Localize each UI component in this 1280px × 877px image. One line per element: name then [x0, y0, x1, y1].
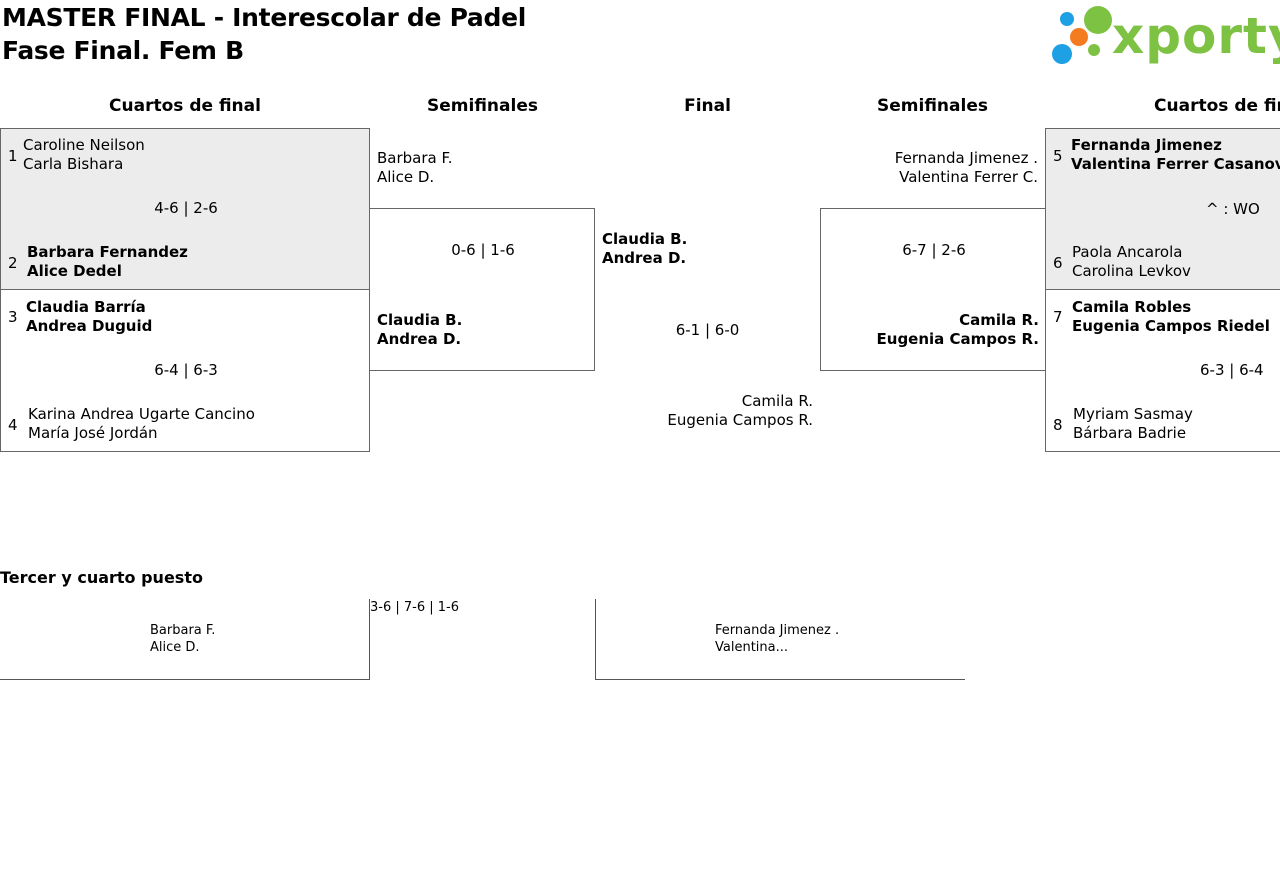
left-qf-match-1: 1 Caroline Neilson Carla Bishara 4-6 | 2…	[0, 128, 370, 290]
logo-dot-blue-small-icon	[1060, 12, 1074, 26]
match-score: ^ : WO	[1206, 200, 1260, 218]
player-name: Barbara F.	[150, 623, 216, 638]
player-name: Bárbara Badrie	[1073, 424, 1187, 442]
team-2: Myriam Sasmay Bárbara Badrie	[1073, 405, 1193, 443]
player-name: Barbara F.	[377, 149, 453, 167]
match-score: 6-3 | 6-4	[1200, 361, 1264, 379]
bracket-line	[595, 679, 965, 680]
player-name: Andrea Duguid	[26, 317, 153, 335]
col-header-left-qf: Cuartos de final	[109, 96, 261, 116]
seed-number: 2	[8, 254, 18, 272]
match-score: 6-4 | 6-3	[154, 361, 218, 379]
player-name: Alice Dedel	[27, 262, 122, 280]
player-name: Myriam Sasmay	[1073, 405, 1193, 423]
team-2: Karina Andrea Ugarte Cancino María José …	[28, 405, 255, 443]
left-qf-match-2: 3 Claudia Barría Andrea Duguid 6-4 | 6-3…	[0, 289, 370, 452]
team-2: Paola Ancarola Carolina Levkov	[1072, 243, 1191, 281]
xporty-logo: xporty	[1050, 4, 1280, 68]
bracket-line	[595, 599, 596, 680]
right-sf-team-2-winner: Camila R. Eugenia Campos R.	[821, 311, 1039, 349]
team-1-winner: Camila Robles Eugenia Campos Riedel	[1072, 298, 1270, 336]
final-score: 6-1 | 6-0	[675, 321, 740, 339]
match-score: 0-6 | 1-6	[451, 241, 515, 259]
player-name: Camila Robles	[1072, 298, 1192, 316]
player-name: Andrea D.	[602, 249, 687, 267]
player-name: Eugenia Campos Riedel	[1072, 317, 1270, 335]
player-name: Carolina Levkov	[1072, 262, 1191, 280]
player-name: Claudia B.	[602, 230, 688, 248]
third-place-team-1: Barbara F. Alice D.	[150, 622, 215, 656]
player-name: Valentina Ferrer Casanova	[1071, 155, 1280, 173]
logo-text: xporty	[1112, 7, 1280, 65]
player-name: Carla Bishara	[23, 155, 124, 173]
right-qf-match-1: 5 Fernanda Jimenez Valentina Ferrer Casa…	[1045, 128, 1280, 290]
match-score: 6-7 | 2-6	[902, 241, 966, 259]
seed-number: 1	[8, 147, 18, 165]
team-2-winner: Barbara Fernandez Alice Dedel	[27, 243, 188, 281]
player-name: Fernanda Jimenez	[1071, 136, 1222, 154]
player-name: Claudia B.	[377, 311, 463, 329]
player-name: Camila R.	[959, 311, 1039, 329]
seed-number: 8	[1053, 416, 1063, 434]
player-name: Karina Andrea Ugarte Cancino	[28, 405, 255, 423]
logo-dot-blue-icon	[1052, 44, 1072, 64]
third-place-team-2: Fernanda Jimenez . Valentina...	[715, 622, 839, 656]
col-header-right-qf: Cuartos de final	[1154, 96, 1280, 116]
page-title: MASTER FINAL - Interescolar de Padel	[2, 3, 527, 32]
bracket-line	[0, 679, 370, 680]
player-name: Barbara Fernandez	[27, 243, 188, 261]
player-name: María José Jordán	[28, 424, 158, 442]
seed-number: 5	[1053, 147, 1063, 165]
match-score: 4-6 | 2-6	[154, 199, 218, 217]
team-1: Caroline Neilson Carla Bishara	[23, 136, 145, 174]
logo-dot-orange-icon	[1070, 28, 1088, 46]
right-qf-match-2: 7 Camila Robles Eugenia Campos Riedel 6-…	[1045, 289, 1280, 452]
player-name: Claudia Barría	[26, 298, 146, 316]
page-subtitle: Fase Final. Fem B	[2, 36, 244, 65]
bracket-line	[369, 599, 370, 680]
seed-number: 4	[8, 416, 18, 434]
logo-dot-green-small-icon	[1088, 44, 1100, 56]
seed-number: 3	[8, 308, 18, 326]
player-name: Eugenia Campos R.	[876, 330, 1039, 348]
third-place-score: 3-6 | 7-6 | 1-6	[370, 600, 459, 615]
logo-dot-green-icon	[1084, 6, 1112, 34]
right-sf-match: 6-7 | 2-6 Camila R. Eugenia Campos R.	[820, 208, 1046, 371]
left-sf-match: 0-6 | 1-6 Claudia B. Andrea D.	[369, 208, 595, 371]
player-name: Alice D.	[377, 168, 435, 186]
final-team-2: Camila R. Eugenia Campos R.	[595, 392, 813, 430]
player-name: Valentina Ferrer C.	[899, 168, 1038, 186]
left-sf-team-2-winner: Claudia B. Andrea D.	[377, 311, 462, 349]
right-sf-team-1: Fernanda Jimenez . Valentina Ferrer C.	[820, 149, 1038, 187]
seed-number: 7	[1053, 308, 1063, 326]
team-1-winner: Claudia Barría Andrea Duguid	[26, 298, 152, 336]
player-name: Fernanda Jimenez .	[894, 149, 1038, 167]
player-name: Alice D.	[150, 640, 200, 655]
player-name: Caroline Neilson	[23, 136, 145, 154]
player-name: Andrea D.	[377, 330, 462, 348]
third-place-heading: Tercer y cuarto puesto	[0, 568, 203, 587]
team-1-winner: Fernanda Jimenez Valentina Ferrer Casano…	[1071, 136, 1280, 174]
final-team-1-winner: Claudia B. Andrea D.	[602, 230, 687, 268]
seed-number: 6	[1053, 254, 1063, 272]
left-sf-team-1: Barbara F. Alice D.	[377, 149, 452, 187]
player-name: Paola Ancarola	[1072, 243, 1183, 261]
player-name: Camila R.	[741, 392, 813, 410]
player-name: Eugenia Campos R.	[667, 411, 813, 429]
col-header-final: Final	[684, 96, 731, 116]
player-name: Valentina...	[715, 640, 789, 655]
col-header-left-sf: Semifinales	[427, 96, 538, 116]
player-name: Fernanda Jimenez .	[715, 623, 840, 638]
col-header-right-sf: Semifinales	[877, 96, 988, 116]
